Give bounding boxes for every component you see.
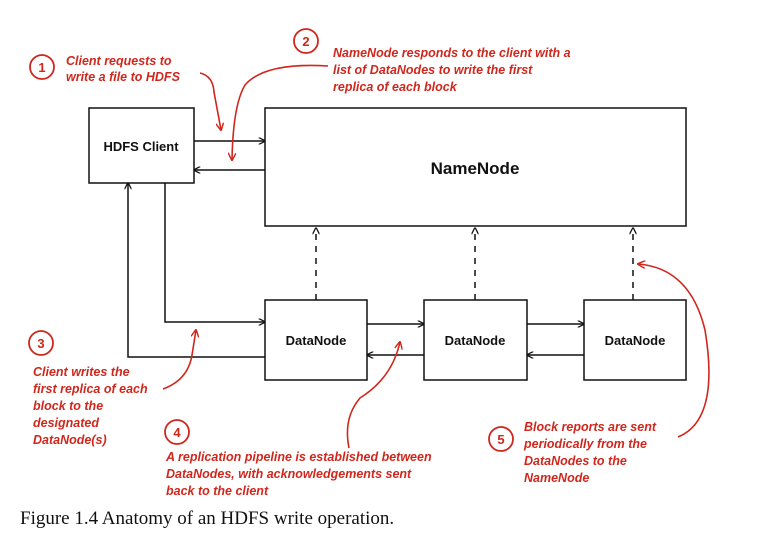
namenode-box [264, 107, 687, 227]
annotation-3-line-3: block to the [33, 399, 103, 413]
annotation-2-pointer [232, 64, 329, 160]
annotation-4: 4 A replication pipeline is established … [164, 342, 432, 498]
step-2-number: 2 [302, 34, 309, 49]
datanode-box-3 [583, 299, 687, 381]
hdfs-client-box [88, 107, 195, 184]
annotation-1: 1 Client requests to write a file to HDF… [29, 54, 221, 130]
annotation-3-line-5: DataNode(s) [33, 433, 107, 447]
annotation-5-line-4: NameNode [524, 471, 589, 485]
client-to-datanode-arrow [164, 183, 265, 322]
annotation-1-line-2: write a file to HDFS [66, 70, 181, 84]
annotation-5-line-2: periodically from the [523, 437, 647, 451]
annotation-5-line-1: Block reports are sent [524, 420, 657, 434]
figure-caption: Figure 1.4 Anatomy of an HDFS write oper… [20, 508, 395, 529]
annotation-5-line-3: DataNodes to the [524, 454, 627, 468]
annotation-2-line-2: list of DataNodes to write the first [333, 63, 533, 77]
datanode-to-client-arrow [128, 183, 265, 358]
annotation-3-line-1: Client writes the [33, 365, 130, 379]
datanode-box-2 [423, 299, 528, 381]
step-4-badge [164, 419, 190, 445]
annotation-4-pointer [346, 342, 400, 449]
datanode-label-3: DataNode [605, 333, 666, 348]
annotation-3-line-2: first replica of each [33, 382, 148, 396]
annotation-3: 3 Client writes the first replica of eac… [28, 330, 196, 447]
step-5-number: 5 [497, 432, 504, 447]
annotation-1-line-1: Client requests to [66, 54, 172, 68]
step-3-number: 3 [37, 336, 44, 351]
step-4-number: 4 [173, 425, 181, 440]
step-2-badge [293, 28, 319, 54]
annotation-4-line-3: back to the client [166, 484, 269, 498]
step-5-badge [488, 426, 514, 452]
annotation-2-line-3: replica of each block [333, 80, 458, 94]
annotation-4-line-1: A replication pipeline is established be… [165, 450, 432, 464]
annotation-5: 5 Block reports are sent periodically fr… [488, 264, 710, 485]
annotation-5-pointer [638, 264, 710, 438]
annotation-2: 2 NameNode responds to the client with a… [232, 28, 571, 160]
step-3-badge [28, 330, 54, 356]
annotation-1-pointer [199, 72, 221, 130]
step-1-badge [29, 54, 55, 80]
annotation-3-line-4: designated [33, 416, 99, 430]
datanode-label-1: DataNode [286, 333, 347, 348]
annotation-2-line-1: NameNode responds to the client with a [333, 46, 571, 60]
annotation-3-pointer [162, 330, 196, 390]
step-1-number: 1 [38, 60, 45, 75]
namenode-label: NameNode [431, 159, 520, 178]
hdfs-client-label: HDFS Client [103, 139, 179, 154]
annotation-4-line-2: DataNodes, with acknowledgements sent [166, 467, 412, 481]
datanode-label-2: DataNode [445, 333, 506, 348]
